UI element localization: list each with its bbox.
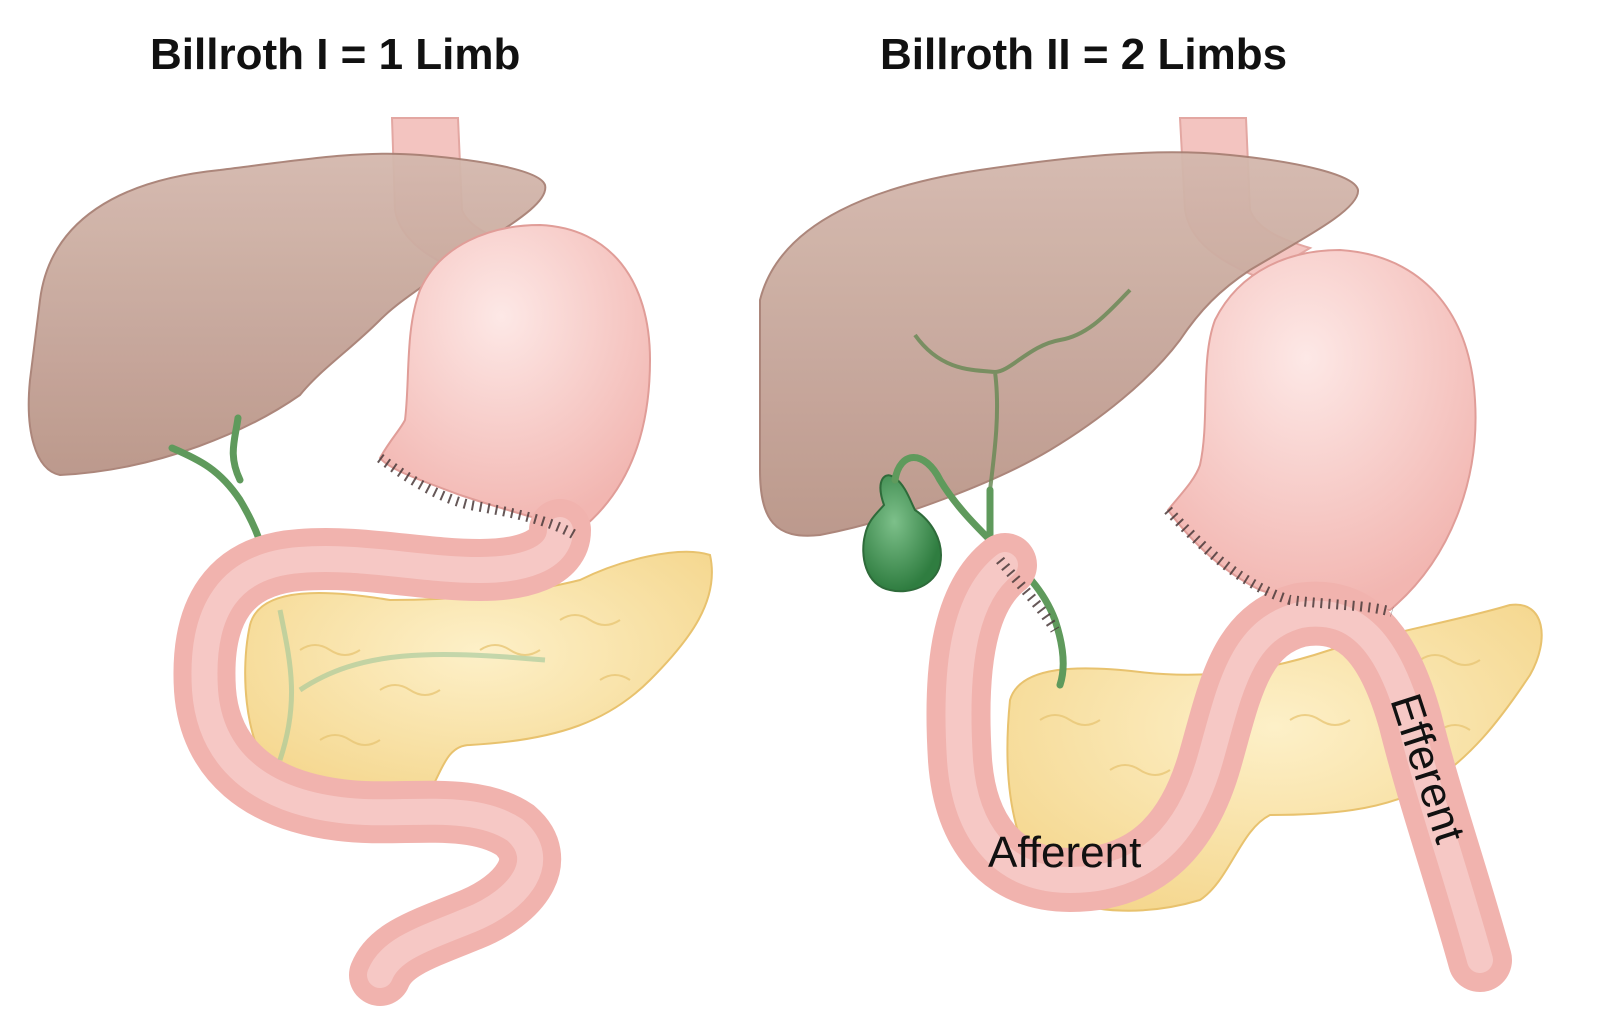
afferent-label: Afferent	[988, 828, 1141, 877]
billroth-2-title: Billroth II = 2 Limbs	[880, 30, 1288, 79]
stomach-right	[1166, 248, 1477, 612]
billroth-2-diagram: Afferent Efferent	[759, 117, 1543, 992]
billroth-1-title: Billroth I = 1 Limb	[150, 30, 521, 79]
liver-right	[759, 151, 1360, 537]
suture-line-left	[377, 453, 578, 540]
billroth-1-diagram	[27, 117, 713, 1006]
suture-line-right	[996, 506, 1394, 633]
